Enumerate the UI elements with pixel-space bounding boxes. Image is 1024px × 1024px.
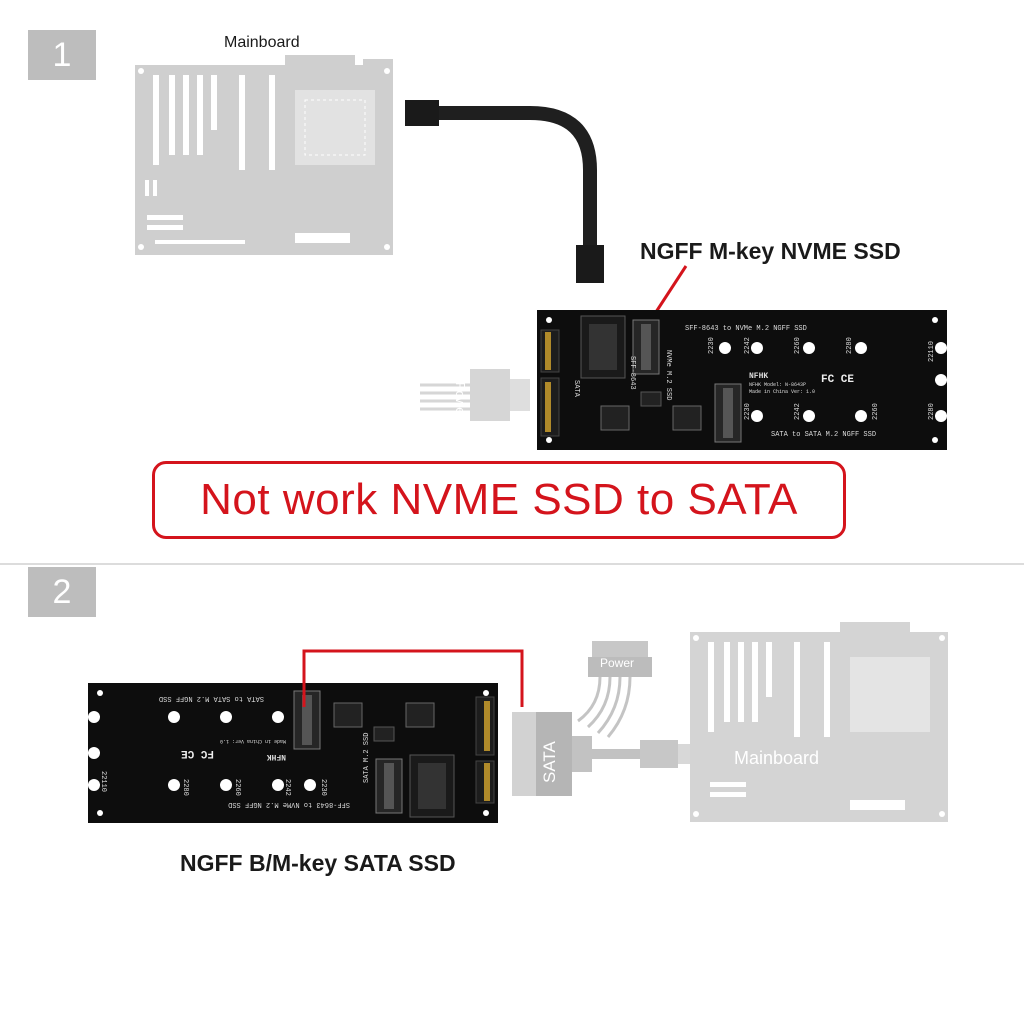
sata-cable xyxy=(512,712,692,796)
silk-size-2280: 2280 xyxy=(846,337,854,354)
silk-size-b-2260: 2260 xyxy=(872,403,880,420)
silk-m2-tag: NVMe M.2 SSD xyxy=(664,350,672,400)
silk2-size-22110: 22110 xyxy=(99,771,107,792)
silk-size-22110: 22110 xyxy=(928,341,936,362)
silk2-brand: NFHK xyxy=(267,752,286,761)
silk-size-2230: 2230 xyxy=(708,337,716,354)
silk-size-2260: 2260 xyxy=(794,337,802,354)
sata-label: SATA xyxy=(540,741,559,783)
silk2-size-2280: 2280 xyxy=(181,779,189,796)
warning-box: Not work NVME SSD to SATA xyxy=(152,461,846,539)
step-2-mainboard-label: Mainboard xyxy=(734,748,820,768)
step-1-badge: 1 xyxy=(28,30,96,80)
adapter-board-1: SFF-8643 to NVMe M.2 NGFF SSD SATA to SA… xyxy=(537,310,947,450)
silk2-size-2260: 2260 xyxy=(233,779,241,796)
step-2-badge: 2 xyxy=(28,567,96,617)
power-label-1: Power xyxy=(453,382,468,419)
silk-sata-tag: SATA xyxy=(572,380,580,398)
fcc-ce-marks: FC CE xyxy=(821,374,854,386)
silk2-bottom-text: SATA to SATA M.2 NGFF SSD xyxy=(159,694,264,702)
power-connector-1 xyxy=(420,369,530,421)
warning-text: Not work NVME SSD to SATA xyxy=(200,475,798,524)
silk-madein: Made in China Ver: 1.0 xyxy=(749,389,815,395)
section-divider xyxy=(0,563,1024,565)
silk2-madein: Made in China Ver: 1.0 xyxy=(220,738,286,744)
mainboard-2 xyxy=(690,622,948,822)
step-2-ssd-callout: NGFF B/M-key SATA SSD xyxy=(180,850,456,876)
silk-top-text: SFF-8643 to NVMe M.2 NGFF SSD xyxy=(685,325,807,333)
silk-size-b-2230: 2230 xyxy=(744,403,752,420)
silk2-sata-m2-tag: SATA M.2 SSD xyxy=(363,733,371,783)
silk-model: NFHK Model: N-8643P xyxy=(749,382,806,388)
silk-size-b-2242: 2242 xyxy=(794,403,802,420)
adapter-board-2: SFF-8643 to NVMe M.2 NGFF SSD SATA to SA… xyxy=(88,683,498,823)
step-1-ssd-callout: NGFF M-key NVME SSD xyxy=(640,238,901,264)
power-cable-2 xyxy=(577,641,652,738)
silk2-size-2242: 2242 xyxy=(283,779,291,796)
silk-brand: NFHK xyxy=(749,372,768,381)
silk2-top-text: SFF-8643 to NVMe M.2 NGFF SSD xyxy=(228,800,350,808)
silk-size-b-2280: 2280 xyxy=(928,403,936,420)
connection-line-2 xyxy=(302,649,524,707)
power-label-2: Power xyxy=(600,656,635,670)
mainboard-1 xyxy=(135,55,393,255)
fcc-ce-marks-2: FC CE xyxy=(181,747,214,759)
sff-8643-cable xyxy=(405,100,604,283)
step-1-mainboard-label: Mainboard xyxy=(224,34,300,51)
silk-bottom-text: SATA to SATA M.2 NGFF SSD xyxy=(771,431,876,439)
silk-size-2242: 2242 xyxy=(744,337,752,354)
silk-sff-tag: SFF-8643 xyxy=(628,356,636,390)
silk2-size-2230: 2230 xyxy=(319,779,327,796)
